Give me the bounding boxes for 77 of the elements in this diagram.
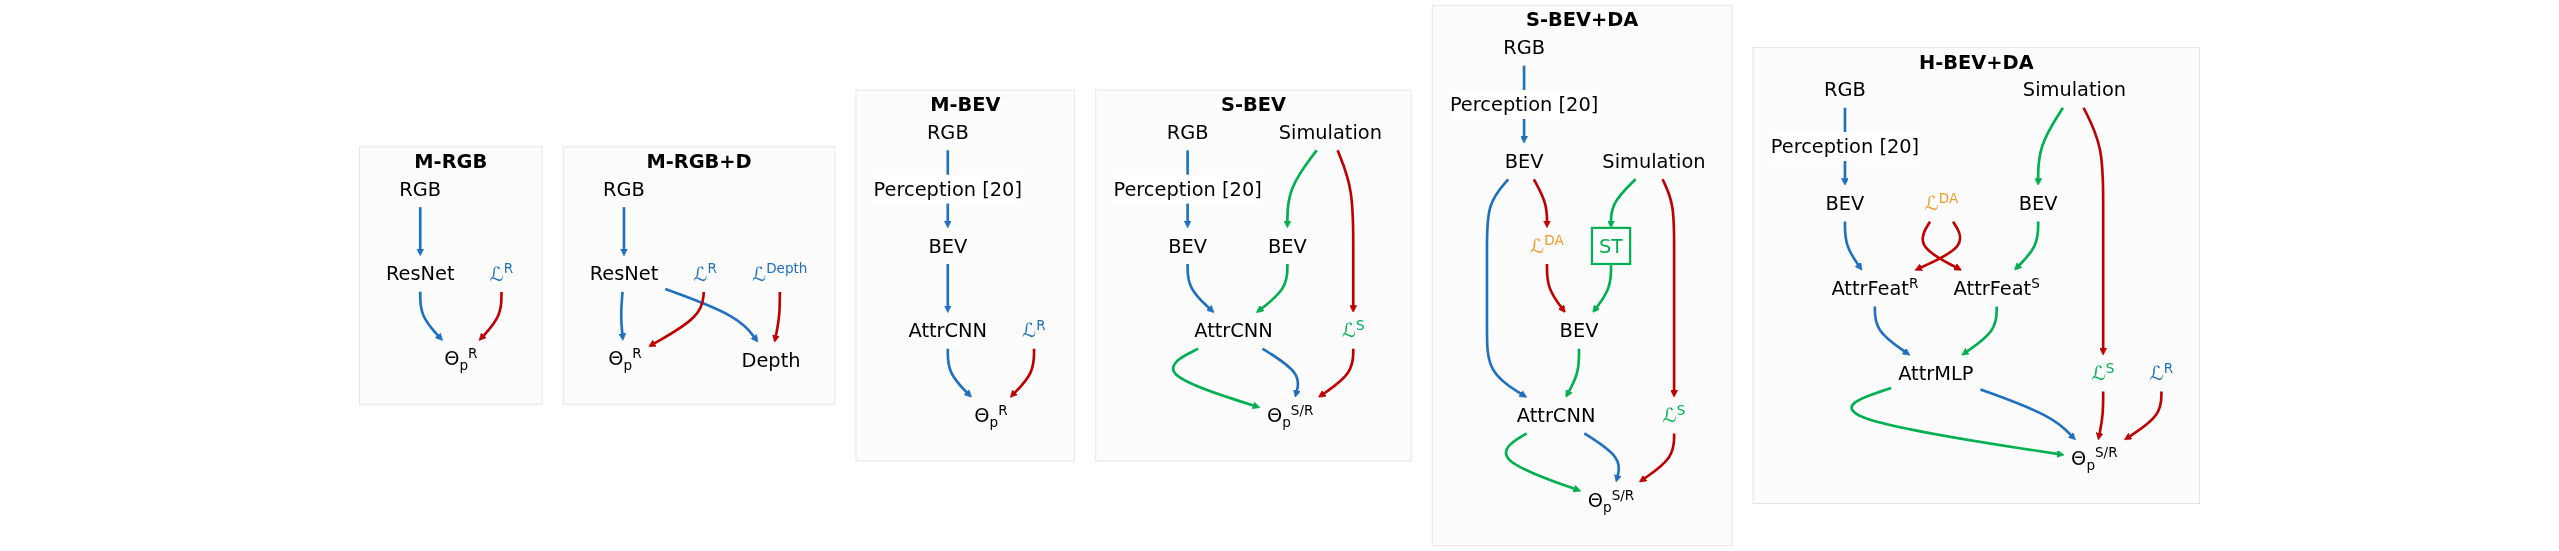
node-text: BEV bbox=[2018, 192, 2058, 215]
arrow bbox=[1843, 221, 1863, 271]
node-text: ℒ$^{S}$ bbox=[2091, 360, 2115, 385]
node-text: Depth bbox=[741, 349, 801, 372]
node-text: BEV bbox=[1825, 192, 1865, 215]
node-text: Simulation bbox=[1278, 121, 1382, 144]
arrow bbox=[618, 291, 627, 341]
node-text: BEV bbox=[928, 234, 968, 257]
arrow bbox=[1532, 178, 1551, 229]
node-text: AttrCNN bbox=[1516, 404, 1596, 427]
arrow bbox=[2124, 391, 2163, 441]
node-text: AttrFeat$^{S}$ bbox=[1953, 275, 2040, 300]
arrow bbox=[1850, 386, 2065, 458]
arrow bbox=[1171, 347, 1261, 410]
node-text: ℒ$^{R}$ bbox=[1022, 317, 1046, 342]
node-text: Simulation bbox=[1602, 150, 1706, 173]
node-text: BEV bbox=[1504, 150, 1544, 173]
arrow bbox=[1545, 264, 1566, 313]
arrow bbox=[478, 292, 503, 341]
arrow bbox=[1873, 306, 1911, 356]
arrow bbox=[2014, 221, 2040, 271]
node-text: ℒ$^{R}$ bbox=[489, 260, 514, 285]
arrow bbox=[1485, 178, 1528, 398]
node-text: ResNet bbox=[589, 262, 659, 285]
node-text: AttrFeat$^{R}$ bbox=[1831, 275, 1919, 300]
node-text: BEV bbox=[1559, 319, 1599, 342]
node-text: AttrMLP bbox=[1898, 362, 1974, 385]
arrow bbox=[1639, 433, 1676, 483]
node-text: AttrCNN bbox=[908, 319, 988, 342]
node-text: ℒ$^{R}$ bbox=[2149, 360, 2174, 385]
node-text: ℒ$^{Depth}$ bbox=[752, 260, 808, 285]
arrow bbox=[1256, 264, 1289, 313]
arrow bbox=[1583, 432, 1622, 483]
node-text: ResNet bbox=[385, 262, 455, 285]
arrow bbox=[1592, 264, 1613, 313]
edge-label: Perception [20] bbox=[1449, 93, 1599, 116]
arrow bbox=[1009, 348, 1036, 398]
arrow bbox=[620, 207, 628, 257]
arrow bbox=[2095, 391, 2105, 441]
arrow bbox=[664, 287, 759, 343]
node-text: ℒ$^{DA}$ bbox=[1530, 233, 1564, 258]
arrow bbox=[1980, 388, 2076, 441]
edge-label: Perception [20] bbox=[1770, 135, 1920, 158]
node-text: RGB bbox=[603, 178, 645, 201]
node-text: ℒ$^{R}$ bbox=[693, 260, 717, 285]
node-text: RGB bbox=[399, 178, 442, 201]
node-text: Simulation bbox=[2022, 78, 2127, 101]
node-text: RGB bbox=[926, 121, 969, 144]
arrow bbox=[1336, 149, 1358, 313]
arrow bbox=[946, 348, 972, 398]
node-text: RGB bbox=[1503, 36, 1545, 59]
node-text: ℒ$^{S}$ bbox=[1662, 402, 1686, 427]
node-text: BEV bbox=[1268, 234, 1307, 257]
edge-label: Perception [20] bbox=[1113, 178, 1262, 201]
edge-label: Perception [20] bbox=[873, 178, 1022, 201]
node-text: AttrCNN bbox=[1194, 319, 1273, 342]
arrow bbox=[1283, 149, 1318, 229]
arrow bbox=[648, 291, 706, 347]
arrow bbox=[2034, 107, 2065, 186]
arrow bbox=[1318, 348, 1355, 398]
node-text: ℒ$^{S}$ bbox=[1341, 317, 1365, 342]
arrow bbox=[416, 207, 425, 257]
arrow bbox=[1504, 432, 1582, 493]
arrow bbox=[772, 292, 782, 343]
node-text: ℒ$^{DA}$ bbox=[1924, 190, 1959, 215]
arrow bbox=[943, 264, 952, 313]
node-text: RGB bbox=[1166, 121, 1209, 144]
node-text: BEV bbox=[1168, 234, 1208, 257]
arrow bbox=[418, 291, 443, 341]
node-text: RGB bbox=[1824, 78, 1866, 101]
arrow bbox=[1961, 306, 1999, 356]
arrow bbox=[1261, 347, 1301, 398]
arrow bbox=[1661, 178, 1678, 398]
arrow bbox=[2082, 107, 2108, 356]
arrow bbox=[1186, 264, 1215, 313]
arrow bbox=[1565, 348, 1581, 398]
node-box: ST bbox=[1590, 226, 1632, 266]
